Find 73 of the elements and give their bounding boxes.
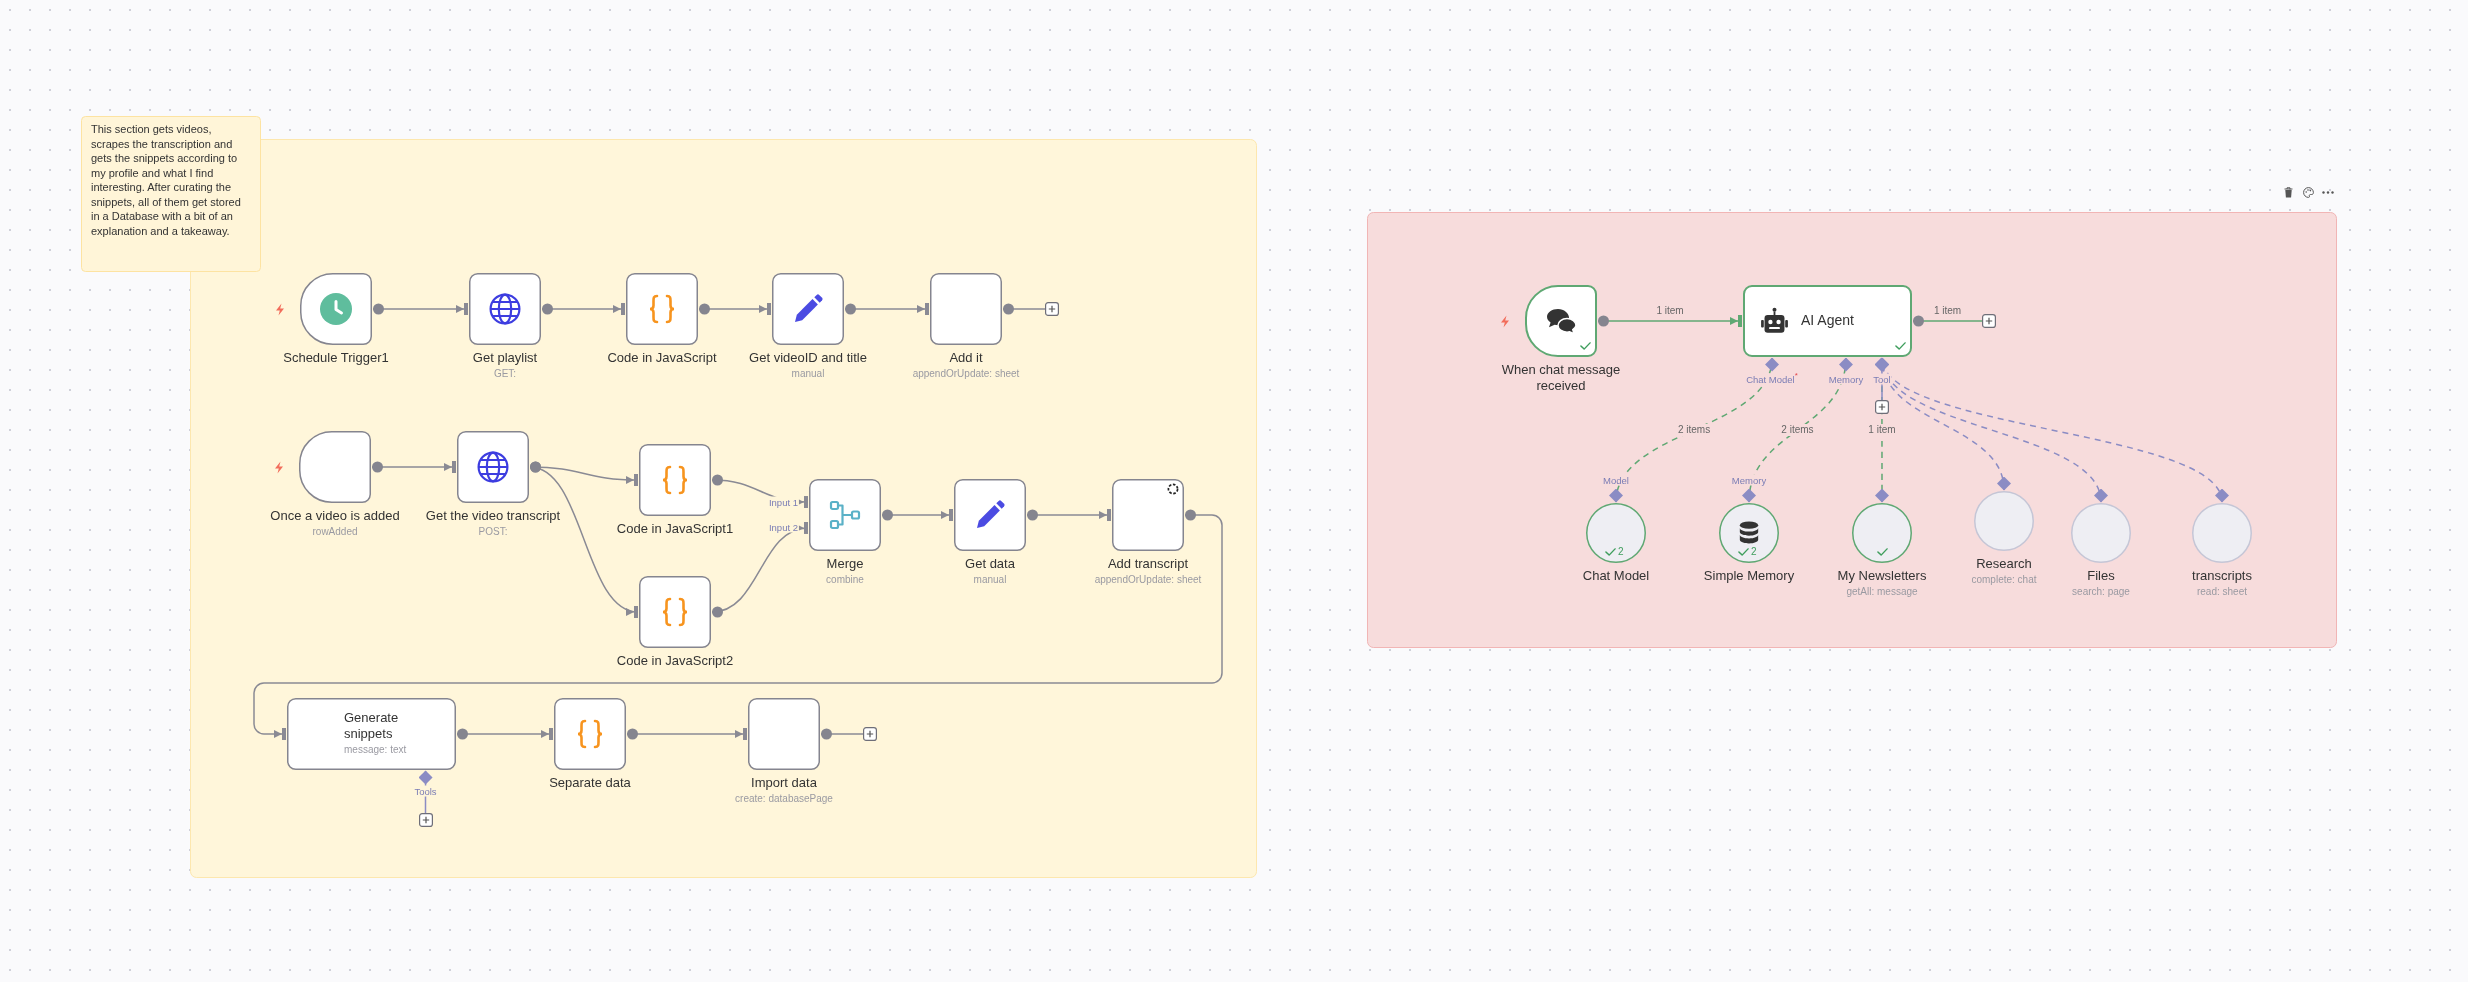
arrow	[529, 462, 640, 618]
node-label: Code in JavaScript	[607, 350, 717, 366]
arrow	[371, 461, 457, 473]
port-label: Tool	[1872, 373, 1892, 385]
arrow	[372, 303, 469, 315]
dashed-connector	[1877, 357, 2227, 503]
run-count: 2	[1618, 546, 1624, 558]
node-label: Chat Model	[1582, 568, 1650, 584]
edge-label: 1 item	[1931, 305, 1964, 317]
arrow	[844, 303, 930, 315]
node-label: Get the video transcript	[425, 508, 561, 524]
node-label: Merge	[826, 556, 864, 572]
node-label: My Newsletters	[1837, 568, 1927, 584]
node-label: Code in JavaScript2	[616, 653, 734, 669]
node-label: Schedule Trigger1	[283, 350, 389, 366]
arrow	[711, 522, 809, 617]
node-subtitle: appendOrUpdate: sheet	[912, 367, 1020, 380]
arrow	[881, 509, 954, 521]
node-subtitle: appendOrUpdate: sheet	[1094, 573, 1202, 586]
port-label: Tools	[413, 785, 438, 797]
dashed-connector	[1610, 357, 1778, 503]
node-label: transcripts	[2192, 568, 2252, 584]
port-label: Model	[1602, 474, 1630, 486]
arrow	[253, 509, 1223, 740]
port-label: Input 1	[767, 496, 799, 508]
note-text: This section gets videos, scrapes the transcription and gets the snippets according to my profile and what I find interesting. After curating the snippets, all of them get stored in a Database with a bit of an explanation and a takeaway.	[91, 122, 242, 238]
arrow	[456, 728, 554, 740]
node-subtitle: read: sheet	[2197, 585, 2247, 598]
node-label: Generate snippets	[344, 710, 400, 742]
arrow	[1597, 315, 1743, 327]
edge-label: 1 item	[1654, 305, 1686, 317]
node-subtitle: GET:	[493, 367, 517, 380]
node-subtitle: getAll: message	[1846, 585, 1918, 598]
node-label: Code in JavaScript1	[616, 521, 734, 537]
connector-line	[820, 728, 864, 740]
port-label: Memory	[1827, 373, 1865, 385]
edge-label: 1 item	[1866, 424, 1898, 436]
node-label: Separate data	[549, 775, 631, 791]
node-subtitle: manual	[791, 367, 825, 380]
dashed-connector	[1742, 357, 1853, 503]
node-label: Files	[2087, 568, 2115, 584]
group-panel	[1367, 212, 2337, 648]
node-subtitle: rowAdded	[312, 525, 358, 538]
node-label: Get playlist	[472, 350, 538, 366]
port-label: Chat Model$^{*}$	[1745, 373, 1799, 385]
node-subtitle: message: text	[344, 743, 407, 756]
run-count: 2	[1751, 546, 1757, 558]
node-label: Get data	[965, 556, 1015, 572]
node-label: Once a video is added	[270, 508, 400, 524]
node-subtitle: combine	[826, 573, 864, 586]
arrow	[541, 303, 626, 315]
node-label: AI Agent	[1801, 312, 1854, 328]
node-subtitle: search: page	[2072, 585, 2130, 598]
node-label: Simple Memory	[1703, 568, 1795, 584]
node-label: When chat message received	[1500, 362, 1622, 394]
node-subtitle: create: databasePage	[735, 792, 833, 805]
node-label: Get videoID and title	[749, 350, 867, 366]
edge-label: 2 items	[1675, 424, 1713, 436]
connector-line	[1002, 303, 1046, 315]
node-label: Research	[1976, 556, 2032, 572]
port-label: Input 2	[767, 521, 799, 533]
node-label: Add transcript	[1107, 556, 1189, 572]
connector-line	[1912, 315, 1983, 327]
node-subtitle: POST:	[478, 525, 508, 538]
sticky-note	[81, 116, 261, 272]
node-label: Import data	[751, 775, 817, 791]
node-subtitle: manual	[973, 573, 1007, 586]
node-subtitle: complete: chat	[1971, 573, 2037, 586]
port-label: Memory	[1730, 474, 1768, 486]
arrow	[626, 728, 748, 740]
arrow	[1026, 509, 1112, 521]
arrow	[698, 303, 772, 315]
node-label: Add it	[949, 350, 983, 366]
